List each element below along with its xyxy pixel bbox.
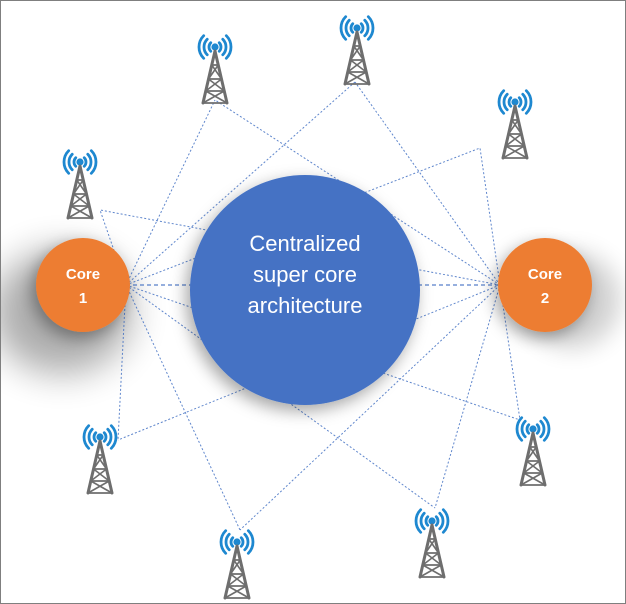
link-core1-tower5 bbox=[117, 284, 127, 441]
core-2-circle bbox=[498, 238, 592, 332]
core-1-node: Core 1 bbox=[36, 238, 130, 332]
cell-tower-icon bbox=[414, 508, 450, 579]
central-core-circle bbox=[190, 175, 420, 405]
link-core1-tower2 bbox=[125, 81, 356, 286]
link-core1-tower7 bbox=[125, 284, 436, 509]
central-super-core: Centralized super core architecture bbox=[190, 175, 420, 405]
core-1-label-line-2: 1 bbox=[79, 290, 87, 307]
core-1-circle bbox=[36, 238, 130, 332]
core-1-label-line-1: Core bbox=[66, 266, 100, 283]
cell-tower-icon bbox=[197, 34, 233, 105]
central-core-label-line-2: super core bbox=[253, 262, 357, 287]
link-core2-tower5 bbox=[117, 284, 501, 441]
cell-tower-icon bbox=[82, 424, 118, 495]
link-core2-tower3 bbox=[479, 147, 501, 286]
central-core-label-line-3: architecture bbox=[248, 293, 363, 318]
core-2-node: Core 2 bbox=[498, 238, 592, 332]
cell-tower-icon bbox=[219, 529, 255, 600]
link-core2-tower7 bbox=[434, 284, 501, 509]
link-core2-tower2 bbox=[354, 81, 501, 286]
cell-tower-icon bbox=[497, 89, 533, 160]
cell-tower-icon bbox=[515, 416, 551, 487]
core-2-label-line-1: Core bbox=[528, 266, 562, 283]
link-core2-tower6 bbox=[239, 284, 501, 531]
cell-tower-icon bbox=[339, 15, 375, 86]
cell-tower-icon bbox=[62, 149, 98, 220]
link-core2-tower8 bbox=[499, 284, 521, 421]
link-core1-tower6 bbox=[125, 284, 241, 531]
core-2-label-line-2: 2 bbox=[541, 290, 549, 307]
central-core-label-line-1: Centralized bbox=[249, 231, 360, 256]
